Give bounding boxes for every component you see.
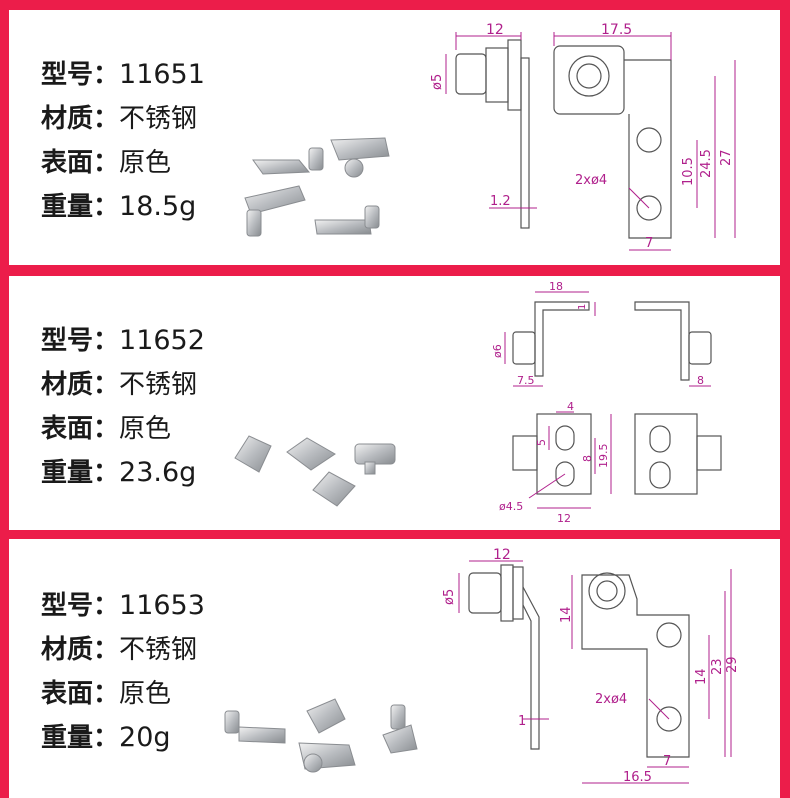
spec-weight: 重量：20g — [41, 722, 171, 754]
spec-value: 18.5g — [119, 191, 197, 222]
spec-label: 材质： — [41, 635, 120, 665]
dimension-lines — [571, 569, 732, 784]
spec-label: 重量： — [41, 723, 120, 753]
spec-value: 11652 — [119, 325, 205, 356]
dim-label: 7 — [645, 236, 653, 251]
spec-label: 型号： — [41, 326, 120, 356]
dim-label: 7.5 — [517, 374, 535, 387]
spec-label: 重量： — [41, 192, 120, 222]
dim-label: 4 — [567, 400, 574, 413]
dimension-lines — [458, 560, 549, 720]
product-panel-11652: 型号：11652 材质：不锈钢 表面：原色 重量：23.6g 18 — [9, 276, 780, 530]
product-panel-11653: 型号：11653 材质：不锈钢 表面：原色 重量：20g 1 — [9, 539, 780, 798]
spec-model: 型号：11651 — [41, 59, 205, 91]
product-panel-11651: 型号：11651 材质：不锈钢 表面：原色 重量：18.5g — [9, 10, 780, 265]
spec-label: 重量： — [41, 458, 120, 488]
spec-weight: 重量：18.5g — [41, 191, 197, 223]
dim-label: ø5 — [442, 589, 457, 605]
dim-label: ø5 — [430, 74, 445, 90]
spec-label: 表面： — [41, 679, 120, 709]
spec-value: 原色 — [119, 414, 172, 444]
spec-value: 不锈钢 — [119, 104, 198, 134]
dim-label: 18 — [549, 280, 563, 293]
technical-drawing-front — [512, 413, 722, 495]
technical-drawing-front — [581, 572, 690, 758]
dim-label: ø4.5 — [499, 500, 523, 513]
dim-label: 14 — [559, 606, 574, 623]
dim-label: 8 — [697, 374, 704, 387]
spec-label: 型号： — [41, 60, 120, 90]
dim-label: 2xø4 — [595, 692, 627, 707]
dim-label: 12 — [493, 547, 511, 563]
hinge-photo — [224, 698, 418, 773]
hinge-photo — [244, 137, 390, 237]
dim-label: 7 — [663, 754, 671, 769]
spec-finish: 表面：原色 — [41, 414, 171, 444]
dim-label: 12 — [486, 22, 504, 38]
spec-value: 11653 — [119, 590, 205, 621]
dim-label: 17.5 — [601, 22, 632, 38]
dim-label: 5 — [535, 439, 548, 446]
spec-finish: 表面：原色 — [41, 679, 171, 709]
technical-drawing-top — [512, 301, 712, 381]
dimension-lines — [445, 32, 537, 209]
dim-label: 1.2 — [490, 194, 511, 209]
technical-drawing-front — [553, 45, 672, 239]
dim-label: 23 — [710, 658, 725, 675]
spec-label: 表面： — [41, 148, 120, 178]
spec-material: 材质：不锈钢 — [41, 370, 197, 400]
dim-label: 10.5 — [681, 157, 696, 186]
product-illustration: 12 ø5 1.2 17.5 10.5 24.5 27 2xø4 7 — [244, 22, 736, 251]
spec-model: 型号：11653 — [41, 590, 205, 622]
spec-material: 材质：不锈钢 — [41, 104, 197, 134]
technical-drawing-side — [468, 564, 540, 750]
spec-model: 型号：11652 — [41, 325, 205, 357]
dim-label: 29 — [725, 656, 740, 673]
dimension-lines — [528, 411, 612, 509]
spec-label: 型号： — [41, 591, 120, 621]
spec-finish: 表面：原色 — [41, 148, 171, 178]
product-illustration: 12 ø5 1 14 14 23 29 2xø4 7 16.5 — [224, 547, 740, 785]
spec-value: 23.6g — [119, 457, 197, 488]
dim-label: 24.5 — [699, 149, 714, 178]
spec-label: 材质： — [41, 104, 120, 134]
dim-label: 27 — [719, 149, 734, 166]
spec-label: 表面： — [41, 414, 120, 444]
bracket-photo — [234, 435, 396, 507]
spec-label: 材质： — [41, 370, 120, 400]
dim-label: 8 — [581, 455, 594, 462]
dimension-lines — [553, 32, 736, 251]
product-illustration: 18 1 ø6 7.5 8 4 5 8 19.5 ø4.5 12 — [234, 280, 722, 525]
spec-value: 原色 — [119, 679, 172, 709]
spec-value: 不锈钢 — [119, 635, 198, 665]
dim-label: 1 — [577, 304, 588, 310]
spec-value: 20g — [119, 722, 171, 753]
dim-label: 2xø4 — [575, 173, 607, 188]
dimension-lines — [504, 291, 711, 387]
dim-label: 19.5 — [597, 444, 610, 469]
dim-label: 16.5 — [623, 770, 652, 785]
spec-material: 材质：不锈钢 — [41, 635, 197, 665]
spec-value: 11651 — [119, 59, 205, 90]
dim-label: ø6 — [491, 344, 504, 358]
technical-drawing-side — [455, 39, 530, 229]
dim-label: 14 — [694, 668, 709, 685]
dim-label: 1 — [518, 714, 526, 729]
spec-value: 原色 — [119, 148, 172, 178]
dim-label: 12 — [557, 512, 571, 525]
spec-weight: 重量：23.6g — [41, 457, 197, 489]
spec-value: 不锈钢 — [119, 370, 198, 400]
